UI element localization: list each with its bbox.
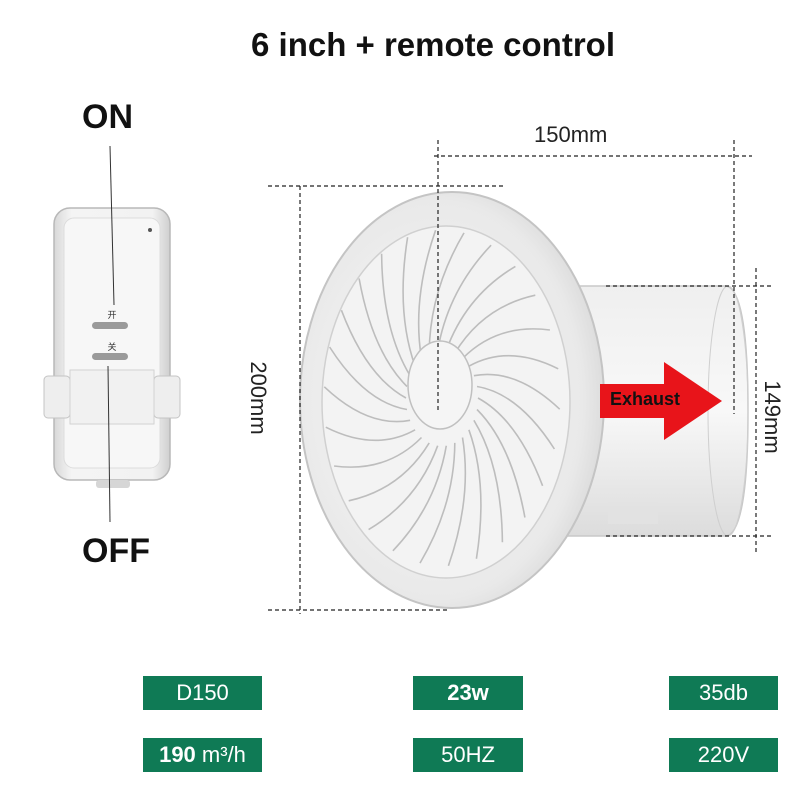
fan-blade [461,328,551,360]
page-title: 6 inch + remote control [251,26,615,63]
fan-blade [473,373,561,410]
fan-blade [392,445,448,552]
width-dimension: 150mm [534,122,608,147]
voltage-badge: 220V [669,738,778,772]
noise-badge: 35db [669,676,778,710]
fan-blade [476,408,526,518]
fan-blade [445,265,516,351]
fan-blade [368,445,439,531]
fan-blade [348,442,430,502]
airflow-unit: m³/h [201,742,246,767]
on-button[interactable] [92,322,128,329]
airflow-value: 190 [159,742,196,767]
fan-face [299,191,605,609]
fan-blade [428,232,465,354]
height-dimension: 200mm [246,361,271,435]
fan-blade [323,386,411,423]
off-button[interactable] [92,353,128,360]
frequency-badge: 50HZ [413,738,523,772]
exhaust-arrow [600,362,722,440]
on-label: ON [82,98,133,136]
fan-blade [325,426,416,442]
fan-blade [436,244,492,351]
airflow-badge: 190 m³/h [143,738,262,772]
fan-blade [454,294,536,354]
fan-blade [380,253,411,377]
fan-blade [473,419,504,543]
fan-blade [358,278,408,388]
on-button-glyph: 开 [107,310,116,321]
fan-blade [328,346,408,411]
off-button-glyph: 关 [107,341,116,353]
fan-blade [476,385,556,450]
diameter-badge: D150 [143,676,262,710]
fan-blade [468,429,482,559]
dimension-lines [268,140,772,614]
fan-blade [417,229,437,359]
remote-control: 开 关 [43,145,181,523]
power-badge: 23w [413,676,523,710]
fan-blade [419,442,456,564]
exhaust-label: Exhaust [610,389,681,409]
fan-blade [340,309,407,399]
fan-blade [402,237,416,367]
depth-dimension: 149mm [760,380,785,454]
fan-blade [477,397,544,487]
fan-blade [333,436,423,468]
off-label: OFF [82,532,150,570]
fan-blade [468,354,559,370]
fan-blade [447,437,467,567]
